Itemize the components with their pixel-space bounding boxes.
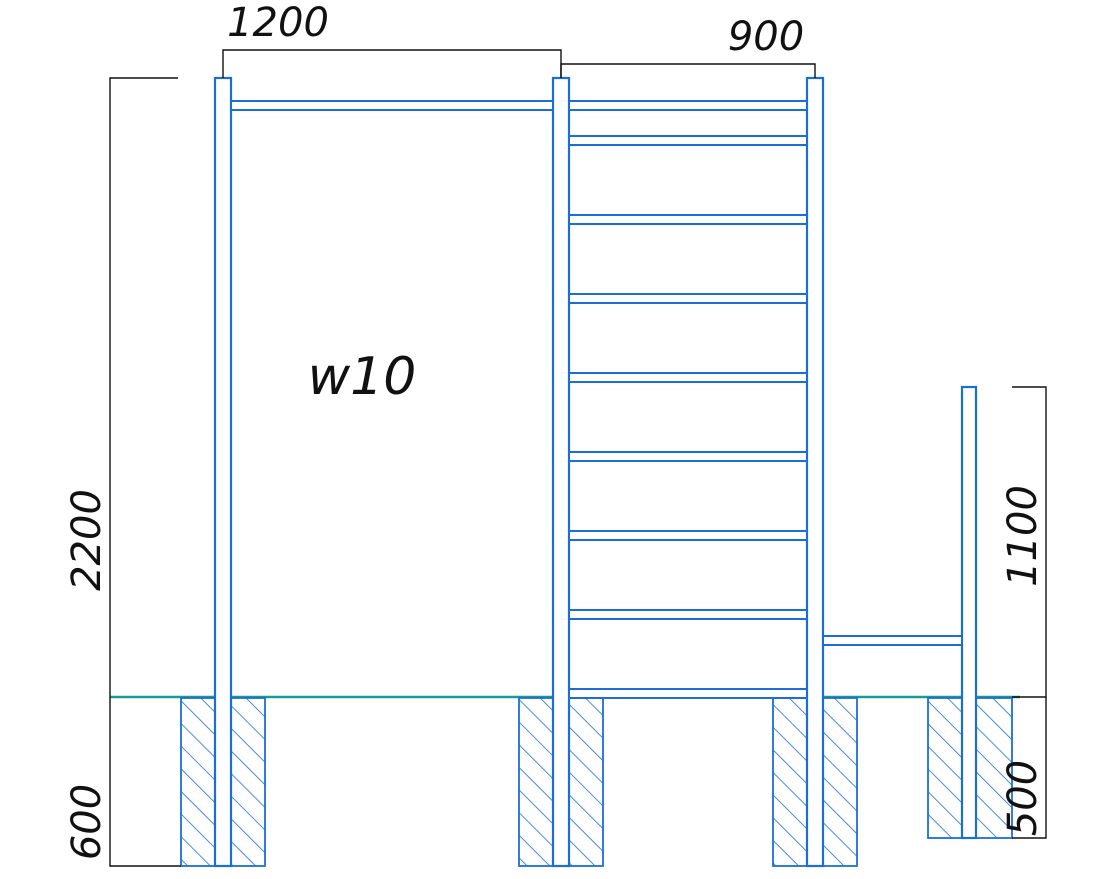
ladder-rung: [568, 214, 808, 225]
dim-depth-bar: 500: [1000, 760, 1046, 836]
dim-depth-main: 600: [64, 784, 110, 860]
ladder-rung: [568, 372, 808, 383]
ladder-top-rail: [568, 100, 808, 111]
post-4: [960, 385, 978, 840]
dim-height-total: 2200: [64, 489, 110, 591]
ladder-rung: [568, 530, 808, 541]
ladder-rung: [568, 609, 808, 620]
posts: [213, 76, 978, 868]
post-2: [551, 76, 571, 868]
post-1: [213, 76, 233, 868]
ladder-rung: [568, 451, 808, 462]
post-3: [805, 76, 825, 868]
pull-up-bar: [230, 100, 554, 111]
dimension-lines: [109, 49, 1047, 867]
ladder-rung: [568, 135, 808, 146]
ladder-rung: [568, 688, 808, 699]
foundations: [180, 697, 1013, 867]
ladder-rungs: [568, 135, 808, 699]
equipment-label: w10: [308, 347, 417, 407]
ladder-rung: [568, 293, 808, 304]
dim-width-left: 1200: [227, 0, 329, 46]
dim-width-right: 900: [728, 14, 804, 60]
low-bar: [822, 635, 963, 646]
dim-height-bar: 1100: [1000, 485, 1046, 587]
